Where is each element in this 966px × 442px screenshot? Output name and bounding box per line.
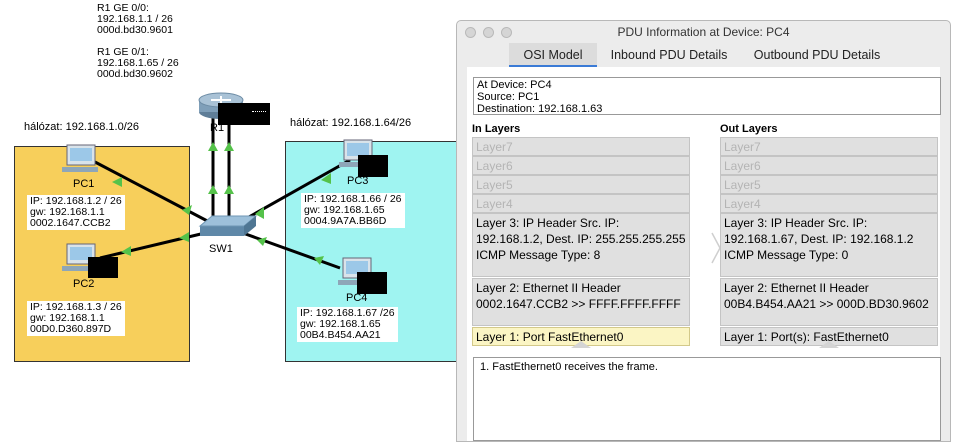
pc2-label[interactable]: PC2: [73, 278, 95, 290]
in-layer-2[interactable]: Layer 2: Ethernet II Header 0002.1647.CC…: [472, 278, 690, 326]
link-light: [257, 237, 267, 246]
in-layer-7[interactable]: Layer7: [472, 137, 690, 156]
pc2-info: IP: 192.168.1.3 / 26 gw: 192.168.1.1 00D…: [27, 301, 125, 336]
in-layer-3[interactable]: Layer 3: IP Header Src. IP: 192.168.1.2,…: [472, 213, 690, 277]
tab-inbound-pdu-details[interactable]: Inbound PDU Details: [610, 48, 728, 62]
link-light: [112, 177, 122, 187]
link-light: [179, 232, 189, 242]
collapse-arrow-icon[interactable]: [571, 341, 591, 348]
link-light: [121, 246, 131, 256]
pc1-label[interactable]: PC1: [73, 178, 95, 190]
pc3-label[interactable]: PC3: [347, 175, 369, 187]
link-light: [224, 185, 234, 194]
pc1-icon: [62, 144, 98, 172]
pc4-info: IP: 192.168.1.67 /26 gw: 192.168.1.65 00…: [297, 307, 398, 342]
link-light: [321, 173, 331, 184]
out-layer-1[interactable]: Layer 1: Port(s): FastEthernet0: [720, 327, 938, 346]
link-light: [208, 185, 218, 194]
out-layer-2[interactable]: Layer 2: Ethernet II Header 00B4.B454.AA…: [720, 278, 938, 326]
router-note: R1 GE 0/0: 192.168.1.1 / 26 000d.bd30.96…: [97, 2, 179, 80]
message-text: 1. FastEthernet0 receives the frame.: [480, 361, 658, 373]
link-light: [224, 142, 234, 151]
minimize-button[interactable]: [483, 27, 494, 38]
redaction-box: [218, 103, 270, 125]
close-button[interactable]: [465, 27, 476, 38]
pdu-info-window: PDU Information at Device: PC4 OSI Model…: [456, 20, 951, 442]
in-layer-4[interactable]: Layer4: [472, 194, 690, 213]
zoom-button[interactable]: [501, 27, 512, 38]
window-title: PDU Information at Device: PC4: [617, 25, 790, 39]
link-light: [208, 142, 218, 151]
router-label[interactable]: R1: [210, 122, 225, 134]
pc3-info: IP: 192.168.1.66 / 26 gw: 192.168.1.65 0…: [301, 193, 405, 228]
pc1-info: IP: 192.168.1.2 / 26 gw: 192.168.1.1 000…: [27, 195, 125, 230]
link-sw1-pc4: [239, 230, 341, 270]
link-pc2-sw1: [99, 231, 206, 260]
link-light: [182, 205, 192, 215]
out-layer-7[interactable]: Layer7: [720, 137, 938, 156]
in-layers-heading: In Layers: [472, 123, 521, 135]
in-layer-1[interactable]: Layer 1: Port FastEthernet0: [472, 327, 690, 346]
redaction-box: [357, 272, 387, 294]
in-layer-6[interactable]: Layer6: [472, 156, 690, 175]
redaction-box: [88, 257, 118, 278]
out-layer-3[interactable]: Layer 3: IP Header Src. IP: 192.168.1.67…: [720, 213, 938, 277]
network-label-right: hálózat: 192.168.1.64/26: [290, 117, 412, 129]
tab-outbound-pdu-details[interactable]: Outbound PDU Details: [753, 48, 881, 62]
tab-osi-model[interactable]: OSI Model: [509, 43, 597, 67]
title-bar[interactable]: PDU Information at Device: PC4: [457, 21, 950, 43]
out-layers-heading: Out Layers: [720, 123, 778, 135]
network-label-left: hálózat: 192.168.1.0/26: [24, 121, 139, 133]
message-box: 1. FastEthernet0 receives the frame.: [473, 357, 941, 441]
pc4-label[interactable]: PC4: [346, 292, 368, 304]
out-layer-5[interactable]: Layer5: [720, 175, 938, 194]
osi-model-panel: At Device: PC4 Source: PC1 Destination: …: [467, 67, 941, 441]
device-info-box: At Device: PC4 Source: PC1 Destination: …: [473, 77, 941, 115]
link-light: [314, 256, 324, 265]
out-layer-4[interactable]: Layer4: [720, 194, 938, 213]
redaction-box: [358, 155, 388, 177]
switch-icon: [198, 215, 258, 236]
in-layer-5[interactable]: Layer5: [472, 175, 690, 194]
link-pc1-sw1: [94, 160, 216, 227]
collapse-arrow-icon[interactable]: [819, 341, 839, 348]
link-light: [255, 207, 264, 219]
out-layer-6[interactable]: Layer6: [720, 156, 938, 175]
switch-label[interactable]: SW1: [209, 243, 233, 255]
